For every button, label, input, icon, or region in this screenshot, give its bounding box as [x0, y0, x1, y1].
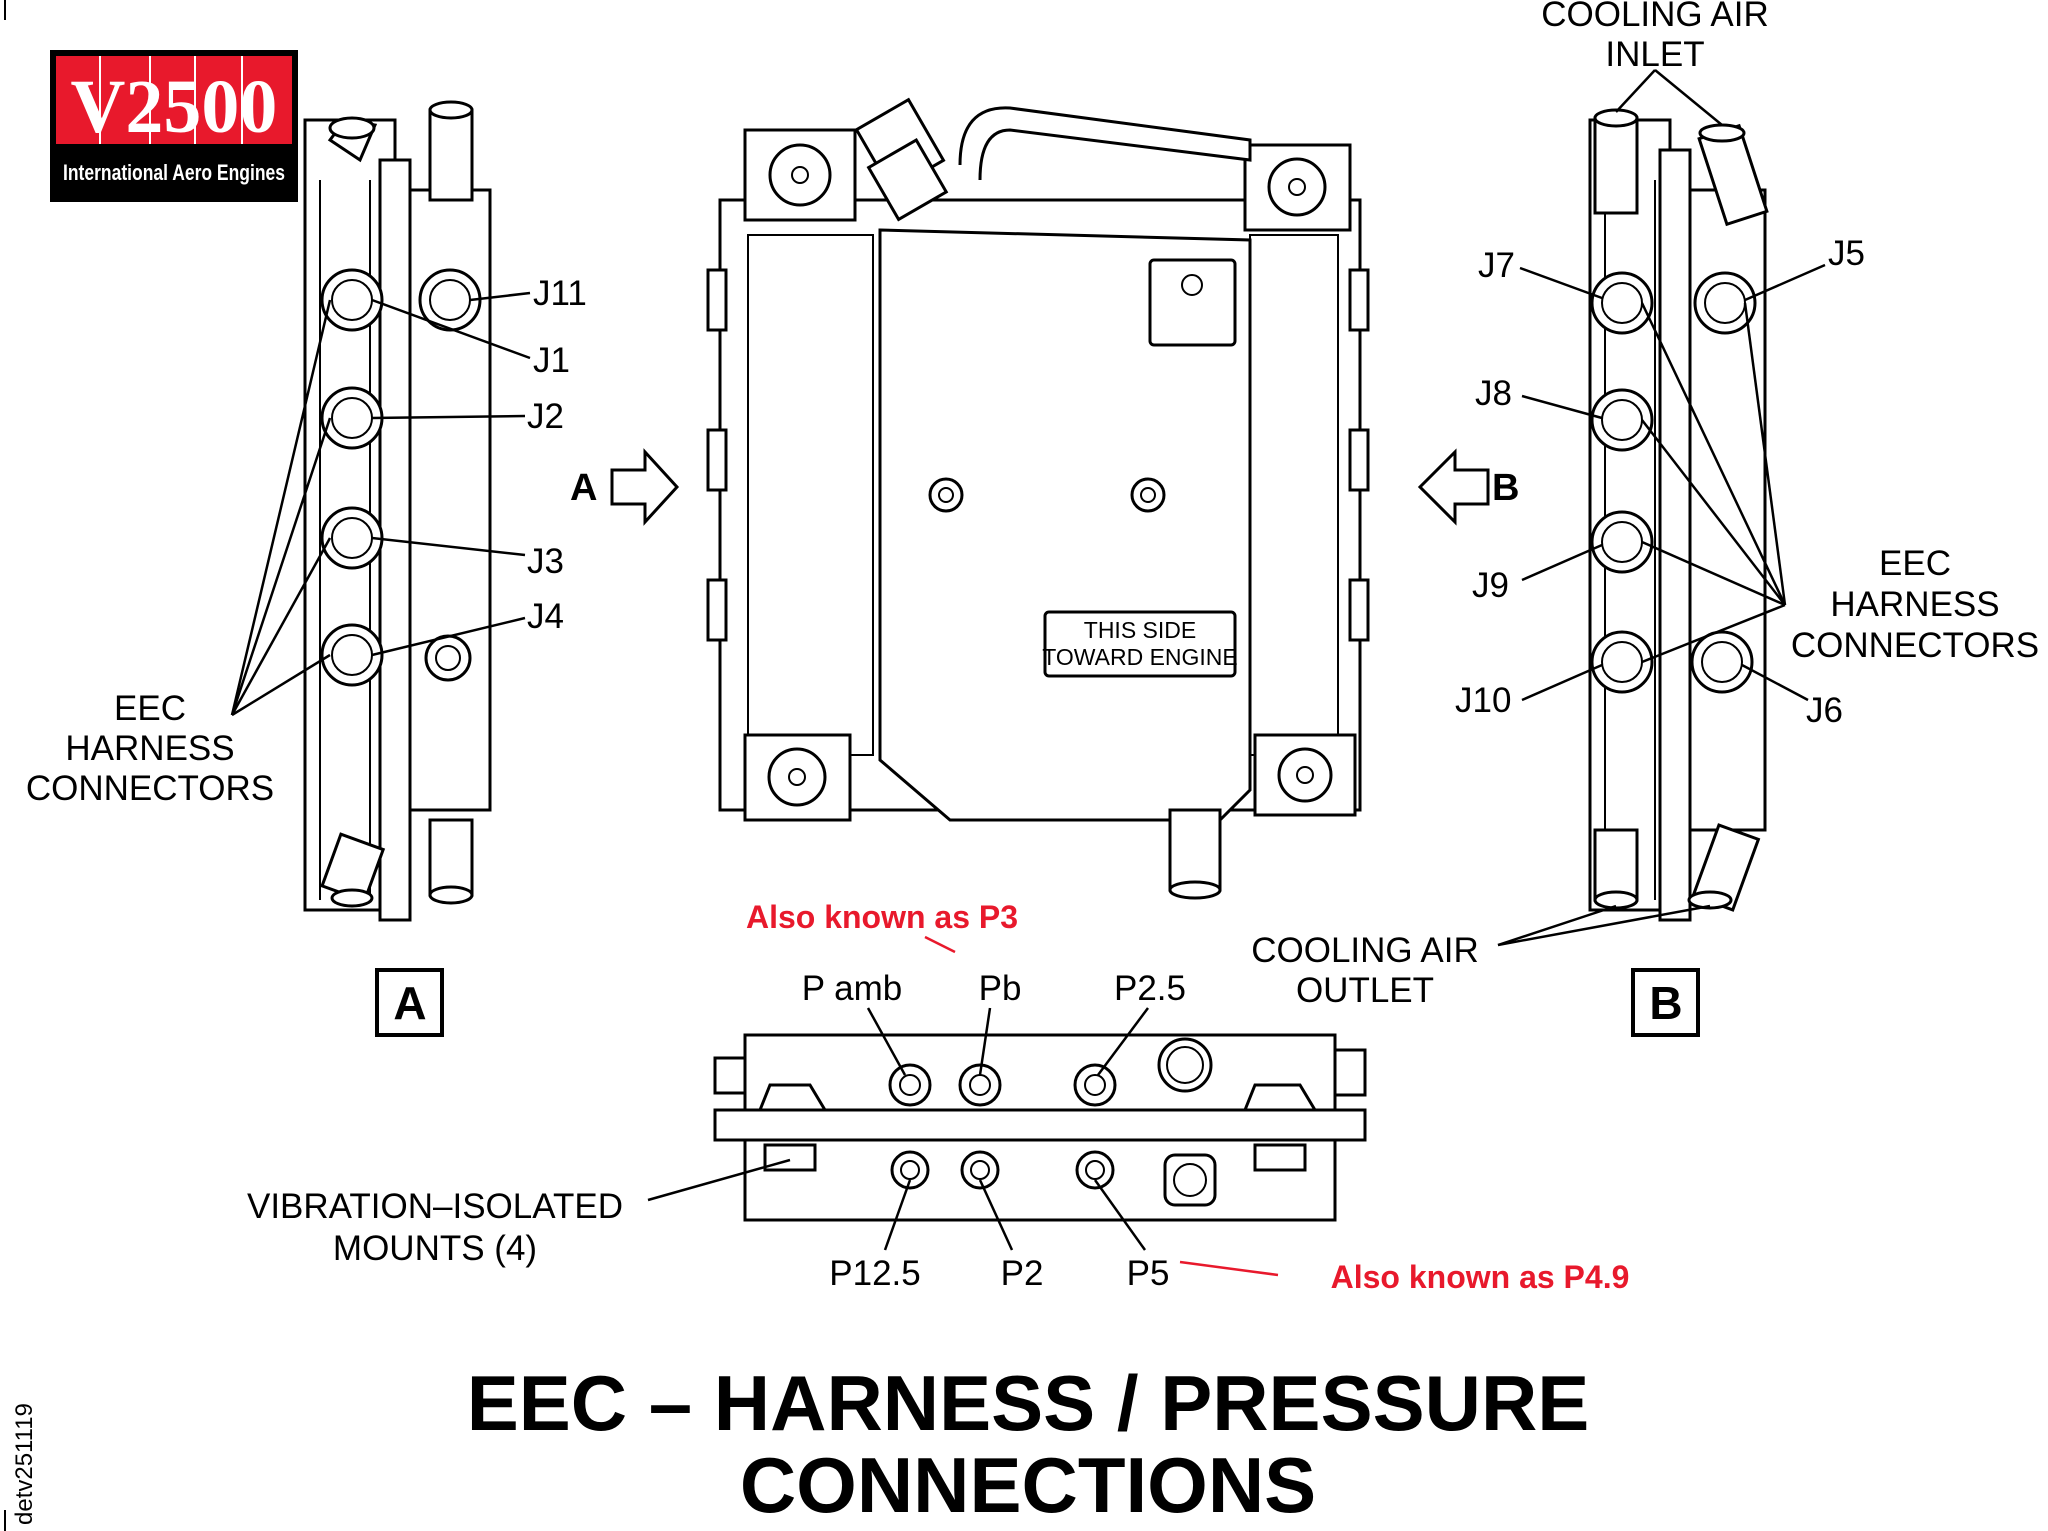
label-j11: J11: [533, 274, 587, 313]
page-title-line-1: EEC – HARNESS / PRESSURE: [467, 1359, 1590, 1447]
mounts-label-1: VIBRATION–ISOLATED: [247, 1187, 623, 1226]
view-a-leaders: [230, 291, 531, 717]
note-p5: Also known as P4.9: [1331, 1259, 1630, 1295]
view-b-box-label: B: [1649, 977, 1682, 1029]
port-p12-5: [890, 1150, 930, 1190]
plate-text-2: TOWARD ENGINE: [1042, 644, 1238, 670]
port-p5: [1075, 1150, 1115, 1190]
view-b-group-label-2: HARNESS: [1830, 585, 1999, 624]
port-p-amb: [888, 1063, 932, 1107]
view-b-group-label-1: EEC: [1879, 544, 1951, 583]
outlet-label-1: COOLING AIR: [1251, 931, 1479, 970]
view-a-box: A: [375, 968, 444, 1037]
label-j6: J6: [1806, 691, 1843, 730]
view-a-group-label-3: CONNECTORS: [26, 769, 274, 808]
view-a-group-label-1: EEC: [114, 689, 186, 728]
view-b-leaders: [1497, 69, 1826, 947]
note-pb: Also known as P3: [746, 899, 1018, 935]
eec-front-view: THIS SIDE TOWARD ENGINE: [706, 97, 1370, 900]
view-b-arrow: [1417, 448, 1490, 526]
view-b-drawing: [1588, 108, 1769, 922]
label-j8: J8: [1475, 374, 1512, 413]
label-p2-5: P2.5: [1114, 969, 1186, 1008]
outlet-label-2: OUTLET: [1296, 971, 1434, 1010]
label-j10: J10: [1455, 681, 1511, 720]
view-b-arrow-label: B: [1492, 467, 1519, 509]
view-a-arrow: [610, 448, 680, 526]
connector-j10: [1590, 630, 1654, 694]
page-title-line-2: CONNECTIONS: [740, 1441, 1316, 1529]
eec-bottom-view: [713, 1033, 1367, 1222]
plate-text-1: THIS SIDE: [1084, 617, 1196, 643]
connector-j4: [320, 623, 384, 687]
label-p2: P2: [1001, 1254, 1044, 1293]
v2500-logo: V2500 International Aero Engines: [50, 50, 298, 202]
label-pb: Pb: [979, 969, 1022, 1008]
label-j9: J9: [1472, 566, 1509, 605]
note-p5-pointer: [1179, 1260, 1279, 1277]
label-p-amb: P amb: [802, 969, 903, 1008]
logo-brand: V2500: [71, 65, 278, 149]
view-b-box: B: [1631, 968, 1700, 1037]
label-j2: J2: [527, 397, 564, 436]
connector-j7: [1590, 271, 1654, 335]
label-j7: J7: [1478, 246, 1515, 285]
note-pb-pointer: [924, 935, 956, 954]
connector-j1: [320, 268, 384, 332]
connector-j5: [1693, 271, 1757, 335]
label-j3: J3: [527, 542, 564, 581]
connector-j6: [1690, 630, 1754, 694]
inlet-label-1: COOLING AIR: [1541, 0, 1769, 34]
bottom-view-leaders: [647, 1007, 1150, 1251]
label-j1: J1: [533, 341, 570, 380]
view-b-group-label-3: CONNECTORS: [1791, 626, 2039, 665]
mounts-label-2: MOUNTS (4): [333, 1229, 537, 1268]
label-p12-5: P12.5: [829, 1254, 920, 1293]
label-j4: J4: [527, 597, 564, 636]
logo-tagline: International Aero Engines: [63, 160, 285, 185]
view-a-group-label-2: HARNESS: [65, 729, 234, 768]
inlet-label-2: INLET: [1605, 35, 1704, 74]
label-j5: J5: [1828, 234, 1865, 273]
view-a-drawing: [303, 100, 492, 922]
doc-id: detv251119: [11, 1403, 38, 1525]
view-a-box-label: A: [393, 977, 426, 1029]
label-p5: P5: [1127, 1254, 1170, 1293]
port-p2-5: [1073, 1063, 1117, 1107]
view-a-arrow-label: A: [570, 467, 597, 509]
port-p2: [960, 1150, 1000, 1190]
